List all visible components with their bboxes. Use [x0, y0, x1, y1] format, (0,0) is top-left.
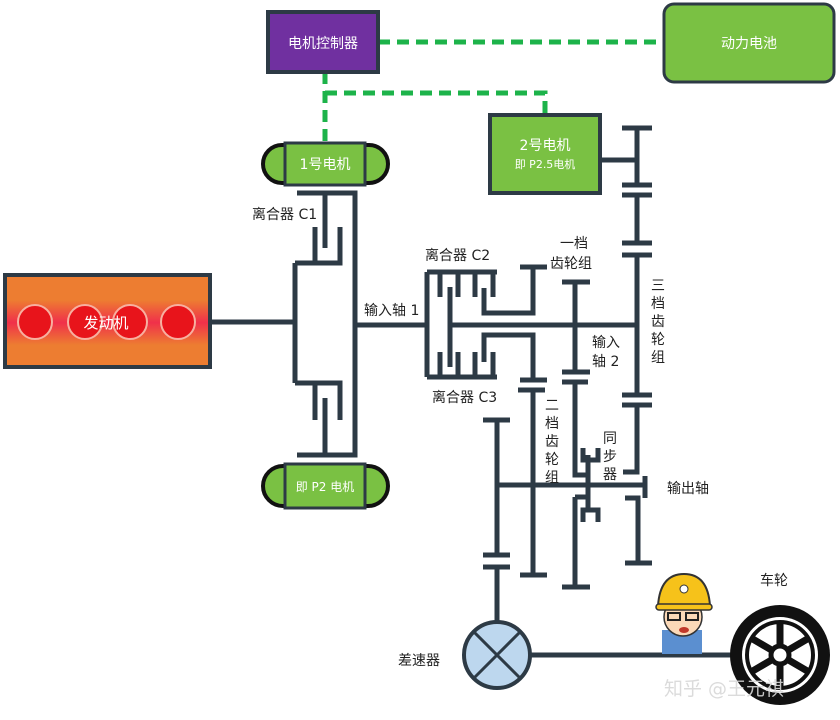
cylinder-icon	[112, 304, 148, 340]
svg-text:同: 同	[603, 431, 617, 447]
motor2-sublabel: 即 P2.5电机	[515, 157, 576, 171]
svg-text:轮: 轮	[545, 452, 559, 468]
svg-text:轮: 轮	[651, 332, 665, 348]
input-shaft-2-label-line2: 轴 2	[592, 354, 619, 370]
gear1-label-line2: 齿轮组	[550, 256, 592, 272]
synchronizer-label: 同 步 器	[603, 431, 617, 483]
svg-text:组: 组	[651, 350, 665, 366]
motor2-label: 2号电机	[520, 138, 571, 154]
clutch-c3-label: 离合器 C3	[432, 389, 497, 406]
controller-motor2-link	[325, 90, 548, 115]
gear-train	[210, 125, 735, 658]
svg-text:齿: 齿	[545, 434, 559, 450]
gear1-label-line1: 一档	[560, 236, 588, 252]
clutch-c2-label: 离合器 C2	[425, 247, 490, 264]
electrical-links	[322, 39, 664, 145]
battery-label: 动力电池	[721, 36, 777, 52]
cylinder-icon	[67, 304, 103, 340]
gear3-label: 三 档 齿 轮 组	[651, 278, 665, 366]
svg-text:器: 器	[603, 467, 617, 483]
svg-text:组: 组	[545, 470, 559, 486]
power-battery: 动力电池	[662, 2, 836, 84]
input-shaft-2-label-line1: 输入	[592, 335, 620, 351]
p2-motor-label: 即 P2 电机	[296, 480, 355, 494]
watermark: 知乎 @王元祺	[664, 678, 784, 700]
clutch-c1-label: 离合器 C1	[252, 206, 317, 223]
input-shaft-1-label: 输入轴 1	[364, 303, 419, 319]
wheel-label: 车轮	[760, 572, 788, 589]
output-shaft-label: 输出轴	[667, 481, 709, 497]
engine: 发动机	[3, 273, 212, 369]
svg-text:齿: 齿	[651, 314, 665, 330]
motor1-label: 1号电机	[300, 157, 351, 173]
cylinder-icon	[17, 304, 53, 340]
svg-text:档: 档	[545, 416, 559, 432]
motor-controller-label: 电机控制器	[288, 36, 358, 52]
engineer-avatar-icon	[655, 572, 713, 654]
svg-text:档: 档	[651, 296, 665, 312]
differential-label: 差速器	[398, 653, 440, 669]
p2-motor: 即 P2 电机	[261, 462, 390, 510]
svg-text:三: 三	[651, 278, 665, 294]
engine-label: 发动机	[83, 314, 128, 332]
motor-controller: 电机控制器	[266, 10, 380, 74]
differential: 差速器	[398, 620, 532, 690]
cylinder-icon	[160, 304, 196, 340]
svg-text:二: 二	[545, 398, 559, 414]
wheel: 车轮	[730, 572, 830, 705]
svg-text:步: 步	[603, 449, 617, 465]
motor-2: 2号电机 即 P2.5电机	[488, 113, 602, 195]
gear2-label: 二 档 齿 轮 组	[545, 398, 559, 486]
motor-1: 1号电机	[261, 141, 390, 187]
